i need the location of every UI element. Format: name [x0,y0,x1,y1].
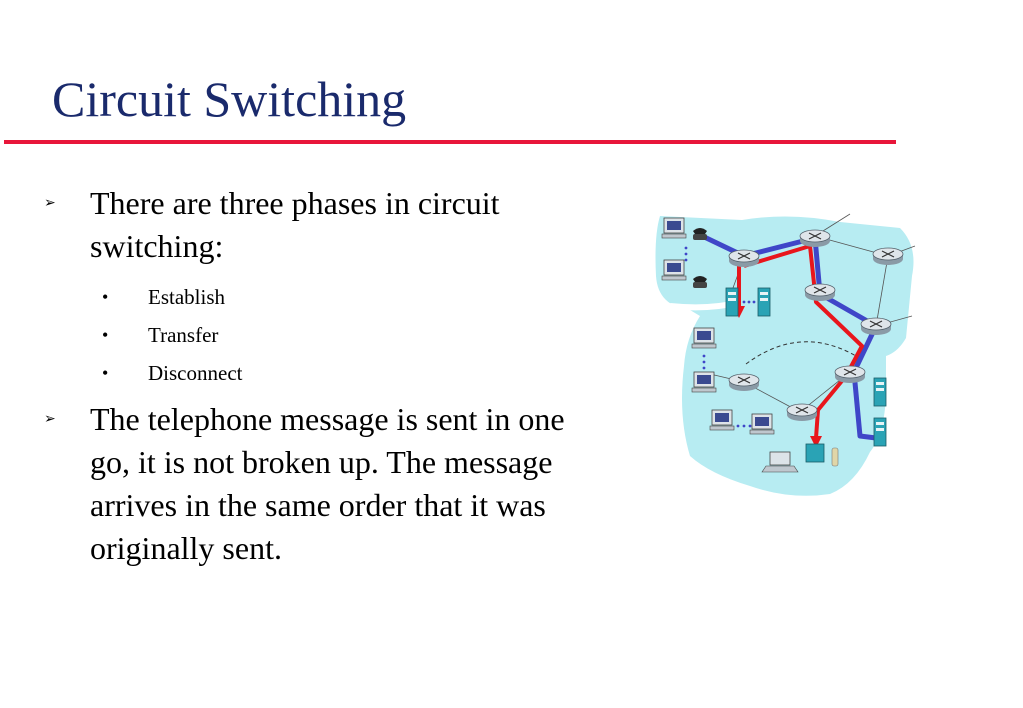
server-icon [757,287,771,317]
router-icon [728,373,760,392]
router-icon [728,249,760,268]
dot-bullet-icon: • [102,287,109,307]
sub-item-text: Transfer [148,323,219,347]
sub-item-text: Establish [148,285,225,309]
computer-icon [691,371,717,393]
server-icon [873,377,887,407]
telephone-icon [693,276,707,288]
slide-title: Circuit Switching [52,71,407,127]
bullet-item: ➢ There are three phases in circuit swit… [36,182,606,268]
laptop-icon [761,451,799,473]
modem-icon [805,443,825,463]
computer-icon [749,413,775,435]
arrow-bullet-icon: ➢ [44,412,56,427]
sub-item: • Disconnect [36,354,606,392]
computer-icon [661,217,687,239]
bullet-text: The telephone message is sent in one go,… [90,401,565,566]
title-underline [4,140,896,144]
bullet-text: There are three phases in circuit switch… [90,185,500,264]
telephone-icon [693,228,707,240]
circuit-switching-network-diagram [655,213,916,496]
router-icon [860,317,892,336]
arrow-bullet-icon: ➢ [44,196,56,211]
dashed-link [745,341,857,365]
bullet-item: ➢ The telephone message is sent in one g… [36,398,606,570]
router-icon [834,365,866,384]
server-icon [725,287,739,317]
computer-icon [691,327,717,349]
sub-item: • Transfer [36,316,606,354]
computer-icon [709,409,735,431]
computer-icon [661,259,687,281]
router-icon [804,283,836,302]
dot-bullet-icon: • [102,363,109,383]
dot-bullet-icon: • [102,325,109,345]
router-icon [872,247,904,266]
sub-item: • Establish [36,278,606,316]
router-icon [786,403,818,422]
router-icon [799,229,831,248]
server-icon [873,417,887,447]
handset-icon [831,447,839,467]
sub-list: • Establish • Transfer • Disconnect [36,278,606,392]
sub-item-text: Disconnect [148,361,243,385]
slide-content: ➢ There are three phases in circuit swit… [36,182,606,580]
